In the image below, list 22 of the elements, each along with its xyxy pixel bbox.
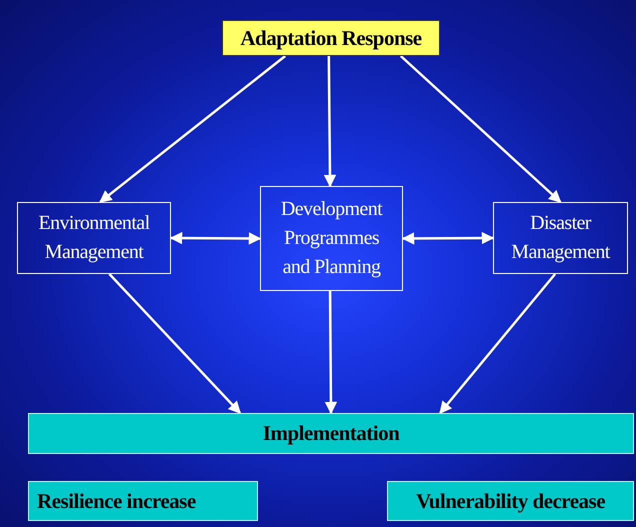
node-label: Adaptation Response: [240, 26, 422, 50]
process-box: [260, 186, 403, 291]
arrow: [402, 232, 494, 245]
arrow: [108, 273, 242, 414]
result-band: [387, 481, 634, 521]
result-band: [28, 413, 634, 454]
arrow: [99, 55, 286, 203]
result-band: [28, 481, 258, 521]
arrow: [170, 232, 262, 245]
process-box: [493, 202, 628, 274]
node-label: Vulnerability decrease: [416, 488, 606, 514]
arrow: [439, 273, 556, 414]
node-label: Resilience increase: [37, 488, 196, 514]
arrow: [324, 56, 336, 188]
process-box: [17, 202, 171, 274]
node-label: Development Programmes and Planning: [280, 197, 384, 280]
node-label: Environmental Management: [37, 211, 151, 265]
arrow: [400, 55, 562, 203]
arrow: [324, 291, 338, 414]
title-box: [222, 20, 440, 56]
node-label: Implementation: [262, 421, 400, 446]
node-label: Disaster Management: [510, 211, 612, 265]
